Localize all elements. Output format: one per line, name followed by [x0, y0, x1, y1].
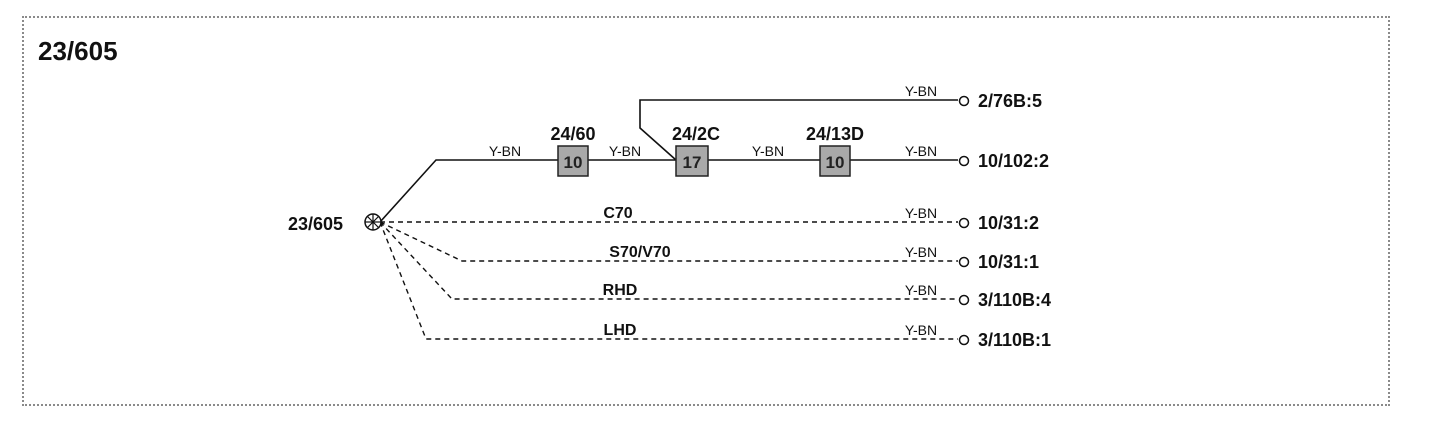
connector-24-2c-label: 24/2C	[672, 124, 720, 144]
wire-24-2c-to-2-76b-5	[639, 99, 958, 161]
terminal-icon	[958, 217, 970, 229]
diagram-title: 23/605	[38, 36, 118, 66]
wire-color-label: Y-BN	[905, 205, 937, 221]
connector-24-13d-label: 24/13D	[806, 124, 864, 144]
connector-24-13d-box	[819, 145, 851, 177]
terminal-icon	[958, 155, 970, 167]
terminal-label: 10/31:2	[978, 213, 1039, 233]
terminal-icon	[958, 294, 970, 306]
variant-label-rhd: RHD	[603, 282, 638, 299]
terminal-label: 3/110B:1	[978, 330, 1051, 350]
terminal-icon	[958, 95, 970, 107]
wire-color-label: Y-BN	[489, 143, 521, 159]
connector-24-60-pin: 10	[564, 153, 583, 172]
wire-variant-s70-v70	[379, 221, 958, 262]
connector-24-2c-box	[675, 145, 709, 177]
terminal-label: 2/76B:5	[978, 91, 1042, 111]
ground-point-icon	[364, 213, 382, 231]
connector-24-13d-pin: 10	[826, 153, 845, 172]
variant-label-lhd: LHD	[604, 322, 637, 339]
wire-variant-lhd	[379, 221, 958, 340]
diagram-frame	[22, 16, 1390, 406]
connector-24-2c-pin: 17	[683, 153, 702, 172]
wire-variant-rhd	[379, 221, 958, 300]
wire-color-label: Y-BN	[905, 282, 937, 298]
wire-color-label: Y-BN	[905, 143, 937, 159]
connector-24-60-label: 24/60	[550, 124, 595, 144]
terminal-label: 10/31:1	[978, 252, 1039, 272]
wire-color-label: Y-BN	[752, 143, 784, 159]
wire-color-label: Y-BN	[905, 83, 937, 99]
wire-color-label: Y-BN	[609, 143, 641, 159]
terminal-icon	[958, 334, 970, 346]
terminal-icon	[958, 256, 970, 268]
connector-24-60-box	[557, 145, 589, 177]
variant-label-c70: C70	[603, 205, 632, 222]
variant-label-s70-v70: S70/V70	[609, 244, 670, 261]
wire-color-label: Y-BN	[905, 244, 937, 260]
ground-label: 23/605	[288, 214, 343, 234]
terminal-label: 3/110B:4	[978, 290, 1051, 310]
wire-color-label: Y-BN	[905, 322, 937, 338]
wire-ground-to-24-60	[379, 159, 558, 223]
terminal-label: 10/102:2	[978, 151, 1049, 171]
